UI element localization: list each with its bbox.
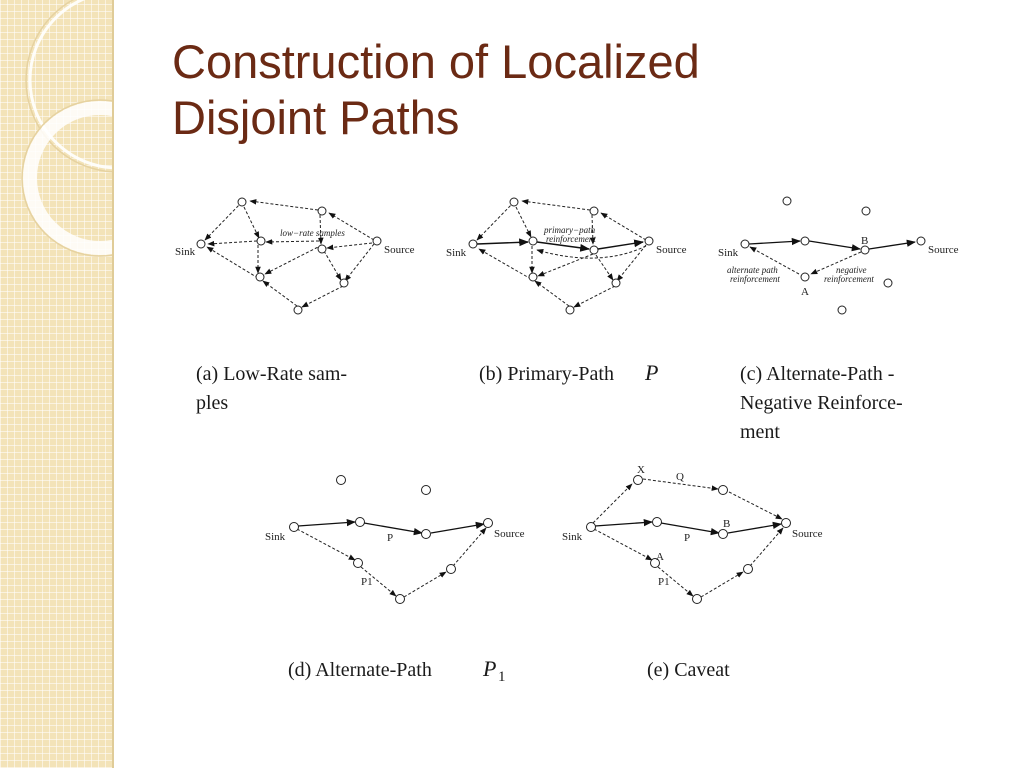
node	[586, 522, 596, 532]
node	[743, 564, 753, 574]
node	[782, 196, 792, 206]
node	[509, 197, 519, 207]
diagram-a-low-rate-samples: Sink Source low−rate samples (a) Low-Rat…	[175, 197, 415, 414]
decorative-side-strip	[0, 0, 211, 768]
node	[237, 197, 247, 207]
node	[421, 529, 431, 539]
node	[781, 518, 791, 528]
diagram-e-source-label: Source	[792, 528, 823, 540]
node	[692, 594, 702, 604]
caption-d-var: P	[482, 656, 496, 681]
node	[861, 206, 871, 216]
diagram-e-path-p-label: P	[684, 532, 690, 544]
diagram-c-neg-line-2: reinforcement	[824, 274, 874, 284]
node	[650, 558, 660, 568]
diagram-c-neg-line-1: negative	[836, 265, 867, 275]
diagram-e-node-q-label: Q	[676, 471, 684, 483]
node	[644, 236, 654, 246]
diagram-d-path-p1-label: P1	[361, 576, 373, 588]
node	[336, 475, 346, 485]
diagram-b-note-line-1: primary−path	[543, 225, 596, 235]
diagram-c-alternate-path-negative-reinforcement: Sink Source B A alternate path reinforce…	[718, 196, 959, 443]
caption-e: (e) Caveat	[647, 659, 730, 681]
caption-c-line-3: ment	[740, 421, 780, 443]
node	[293, 305, 303, 315]
node	[800, 236, 810, 246]
node	[421, 485, 431, 495]
node	[860, 245, 870, 255]
diagram-d-path-p-label: P	[387, 532, 393, 544]
caption-a-line-2: ples	[196, 392, 228, 414]
diagram-c-node-a-label: A	[801, 286, 809, 298]
node	[468, 239, 478, 249]
diagram-d-source-label: Source	[494, 528, 525, 540]
node	[565, 305, 575, 315]
diagram-b-note-line-2: reinforcement	[546, 234, 596, 244]
node	[256, 236, 266, 246]
node	[589, 245, 599, 255]
node	[483, 518, 493, 528]
node	[611, 278, 621, 288]
node	[883, 278, 893, 288]
diagram-c-node-b-label: B	[861, 235, 868, 247]
node	[633, 475, 643, 485]
caption-b-var: P	[644, 360, 658, 385]
node	[589, 206, 599, 216]
node	[528, 236, 538, 246]
slide-title-line-1: Construction of Localized	[172, 35, 700, 88]
diagram-e-sink-label: Sink	[562, 531, 583, 543]
node	[395, 594, 405, 604]
slide-title: Construction of Localized Disjoint Paths	[172, 34, 972, 146]
node	[718, 529, 728, 539]
node	[355, 517, 365, 527]
node	[317, 244, 327, 254]
node	[837, 305, 847, 315]
diagram-a-note: low−rate samples	[280, 228, 345, 238]
caption-a-line-1: (a) Low-Rate sam-	[196, 363, 347, 385]
node	[800, 272, 810, 282]
slide-title-line-2: Disjoint Paths	[172, 91, 460, 144]
diagram-a-sink-label: Sink	[175, 246, 196, 258]
diagram-b-source-label: Source	[656, 244, 687, 256]
node	[916, 236, 926, 246]
node	[652, 517, 662, 527]
diagram-e-node-x-label: X	[637, 464, 645, 476]
diagram-b-sink-label: Sink	[446, 247, 467, 259]
node	[255, 272, 265, 282]
node	[317, 206, 327, 216]
diagram-c-alt-line-1: alternate path	[727, 265, 778, 275]
diagram-b-primary-path: Sink Source primary−path reinforcement (…	[446, 197, 687, 385]
diagram-d-alternate-path-p1: Sink Source P P1 (d) Alternate-Path P 1	[265, 475, 525, 685]
diagram-e-caveat: Sink Source P P1 X Q A B (e) Caveat	[562, 464, 823, 681]
diagram-c-sink-label: Sink	[718, 247, 739, 259]
node	[196, 239, 206, 249]
node	[372, 236, 382, 246]
caption-d: (d) Alternate-Path	[288, 659, 432, 681]
diagram-e-node-b-label: B	[723, 518, 730, 530]
diagram-c-source-label: Source	[928, 244, 959, 256]
node	[718, 485, 728, 495]
diagram-d-sink-label: Sink	[265, 531, 286, 543]
diagram-e-node-a-label: A	[656, 551, 664, 563]
diagram-e-path-p1-label: P1	[658, 576, 670, 588]
node	[446, 564, 456, 574]
caption-b: (b) Primary-Path	[479, 363, 614, 385]
node	[353, 558, 363, 568]
node	[528, 272, 538, 282]
node	[740, 239, 750, 249]
diagram-a-source-label: Source	[384, 244, 415, 256]
node	[339, 278, 349, 288]
node	[289, 522, 299, 532]
diagram-c-alt-line-2: reinforcement	[730, 274, 780, 284]
caption-c-line-2: Negative Reinforce-	[740, 392, 903, 414]
caption-d-subscript: 1	[498, 669, 506, 685]
caption-c-line-1: (c) Alternate-Path -	[740, 363, 894, 385]
